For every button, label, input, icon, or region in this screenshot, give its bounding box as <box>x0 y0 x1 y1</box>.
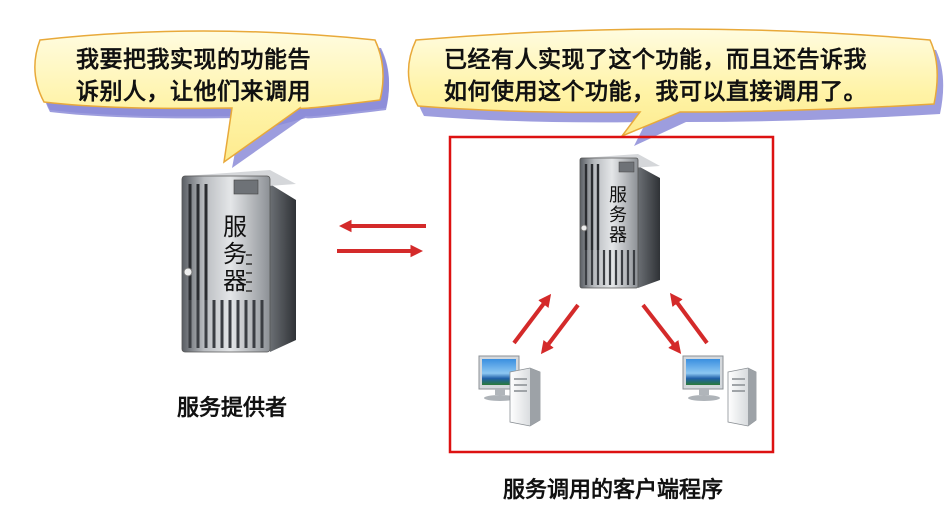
client-computer-icon-left <box>478 355 541 427</box>
client-group-frame <box>448 135 775 454</box>
provider-caption: 服务提供者 <box>177 396 288 421</box>
arrow-server-to-right-client <box>641 303 682 355</box>
provider-bubble-line: 诉别人，让他们来调用 <box>76 79 311 105</box>
arrow-server-to-left-client <box>540 303 580 355</box>
client-computer-icon-right <box>682 355 757 427</box>
consumer-speech-bubble <box>407 28 944 146</box>
provider-bubble-text: 我要把我实现的功能告 诉别人，让他们来调用 <box>76 44 311 108</box>
arrow-left-client-to-server <box>512 293 552 345</box>
consumer-bubble-line: 如何使用这个功能，我可以直接调用了。 <box>444 79 867 105</box>
provider-speech-bubble <box>34 30 390 168</box>
provider-server-label: 服务器 <box>223 213 247 295</box>
consumer-server-label: 服务器 <box>609 185 627 246</box>
consumer-bubble-line: 已经有人实现了这个功能，而且还告诉我 <box>444 47 867 73</box>
arrow-right-client-to-server <box>669 292 709 345</box>
provider-server-icon <box>181 170 296 353</box>
provider-bubble-line: 我要把我实现的功能告 <box>76 47 311 73</box>
consumer-caption: 服务调用的客户端程序 <box>503 478 724 503</box>
consumer-bubble-text: 已经有人实现了这个功能，而且还告诉我 如何使用这个功能，我可以直接调用了。 <box>444 44 867 108</box>
consumer-server-icon <box>579 154 660 289</box>
